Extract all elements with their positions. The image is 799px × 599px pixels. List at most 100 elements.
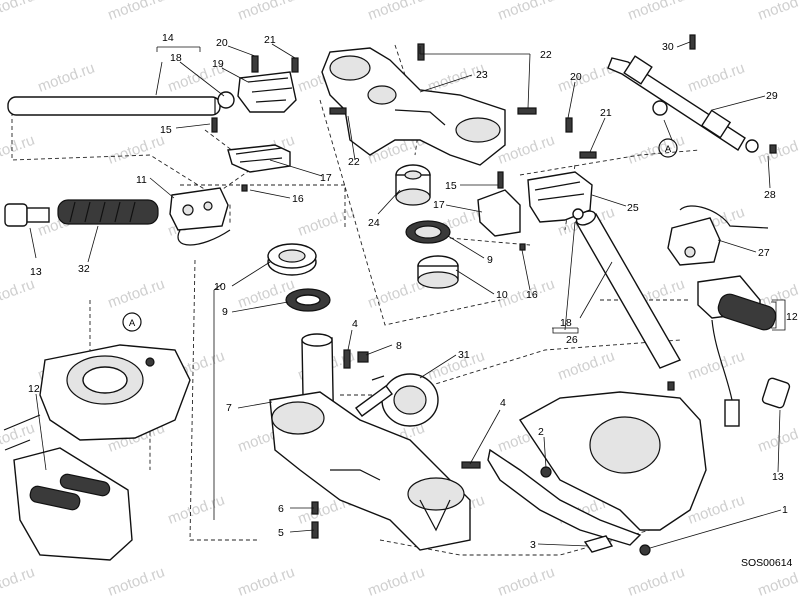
callout-17: 17	[320, 172, 332, 184]
callout-28: 28	[764, 189, 776, 201]
watermark-text: motod.ru	[496, 564, 557, 599]
watermark-text: motod.ru	[166, 492, 227, 528]
callout-7: 7	[226, 402, 232, 414]
leader-lines	[29, 41, 786, 549]
callout-16: 16	[526, 289, 538, 301]
callout-14: 14	[162, 32, 174, 44]
callout-16: 16	[292, 193, 304, 205]
watermark-text: motod.ru	[0, 0, 37, 24]
reference-letter: A	[129, 318, 136, 329]
watermark-text: motod.ru	[366, 564, 427, 599]
watermark-text: motod.ru	[366, 0, 427, 24]
left-handlebar-clamp	[227, 71, 297, 173]
upper-clamp-bolts	[329, 43, 537, 115]
callout-30: 30	[662, 41, 674, 53]
left-grip	[57, 199, 159, 225]
watermark-text: motod.ru	[626, 0, 687, 24]
watermark-text: motod.ru	[236, 564, 297, 599]
callout-18: 18	[560, 317, 572, 329]
callout-17: 17	[433, 199, 445, 211]
callout-8: 8	[396, 340, 402, 352]
group-brackets	[552, 301, 777, 334]
watermark-text: motod.ru	[36, 60, 97, 96]
horn	[355, 373, 439, 427]
watermark-text: motod.ru	[756, 0, 799, 24]
detail-view-grip-inset	[3, 414, 133, 561]
callout-15: 15	[445, 180, 457, 192]
watermark-text: motod.ru	[686, 60, 747, 96]
watermark-text: motod.ru	[496, 0, 557, 24]
bar-end-weight-left	[4, 203, 50, 227]
callout-5: 5	[278, 527, 284, 539]
callout-21: 21	[264, 34, 276, 46]
callout-13: 13	[772, 471, 784, 483]
drawing-code: SOS00614	[741, 557, 793, 569]
callout-4: 4	[500, 397, 506, 409]
steering-nut	[395, 164, 431, 206]
watermark-text: motod.ru	[756, 132, 799, 168]
left-switch-housing	[169, 187, 231, 246]
callout-9: 9	[222, 306, 228, 318]
callout-4: 4	[352, 318, 358, 330]
detail-view-a-frame	[39, 344, 191, 441]
watermark-text: motod.ru	[106, 132, 167, 168]
callout-12: 12	[786, 311, 798, 323]
callout-2: 2	[538, 426, 544, 438]
callout-27: 27	[758, 247, 770, 259]
callout-29: 29	[766, 90, 778, 102]
callout-32: 32	[78, 263, 90, 275]
reference-marker-a-top: A	[658, 138, 678, 158]
heat-shield	[487, 381, 707, 556]
callout-6: 6	[278, 503, 284, 515]
watermark-text: motod.ru	[626, 132, 687, 168]
watermark-text: motod.ru	[626, 564, 687, 599]
callout-26: 26	[566, 334, 578, 346]
watermark-text: motod.ru	[106, 564, 167, 599]
callout-31: 31	[458, 349, 470, 361]
callout-18: 18	[170, 52, 182, 64]
callout-10: 10	[214, 281, 226, 293]
watermark-text: motod.ru	[296, 204, 357, 240]
callout-10: 10	[496, 289, 508, 301]
steering-damper	[607, 34, 777, 154]
watermark-text: motod.ru	[686, 348, 747, 384]
callout-labels: 14 18 20 21 19 15 17 16 11 13 32 22 22 2…	[28, 32, 798, 551]
watermark-text: motod.ru	[426, 348, 487, 384]
bearing-seals-center	[405, 220, 459, 289]
callout-20: 20	[570, 71, 582, 83]
upper-triple-clamp	[321, 47, 506, 166]
callout-23: 23	[476, 69, 488, 81]
lower-triple-clamp	[269, 333, 471, 551]
callout-15: 15	[160, 124, 172, 136]
callout-21: 21	[600, 107, 612, 119]
callout-22: 22	[348, 156, 360, 168]
watermark-text: motod.ru	[756, 420, 799, 456]
right-handlebar-tube	[572, 208, 682, 369]
bar-end-weight-right	[761, 377, 791, 409]
watermark-text: motod.ru	[106, 0, 167, 24]
callout-11: 11	[136, 174, 147, 186]
callout-22: 22	[540, 49, 552, 61]
bearing-rings-left	[267, 243, 331, 312]
watermark-text: motod.ru	[106, 276, 167, 312]
callout-12: 12	[28, 383, 40, 395]
callout-19: 19	[212, 58, 224, 70]
watermark-text: motod.ru	[0, 132, 37, 168]
left-handlebar-tube	[7, 91, 235, 116]
callout-25: 25	[627, 202, 639, 214]
watermark-text: motod.ru	[0, 276, 37, 312]
watermark-text: motod.ru	[236, 276, 297, 312]
watermark-text: motod.ru	[556, 60, 617, 96]
callout-24: 24	[368, 217, 380, 229]
watermark-text: motod.ru	[236, 0, 297, 24]
watermark-text: motod.ru	[556, 348, 617, 384]
callout-1: 1	[782, 504, 788, 516]
reference-letter: A	[665, 144, 672, 155]
callout-13: 13	[30, 266, 42, 278]
callout-3: 3	[530, 539, 536, 551]
reference-marker-a-bottom: A	[122, 312, 142, 332]
callout-9: 9	[487, 254, 493, 266]
watermark-text: motod.ru	[0, 564, 37, 599]
throttle-housing	[667, 205, 769, 266]
